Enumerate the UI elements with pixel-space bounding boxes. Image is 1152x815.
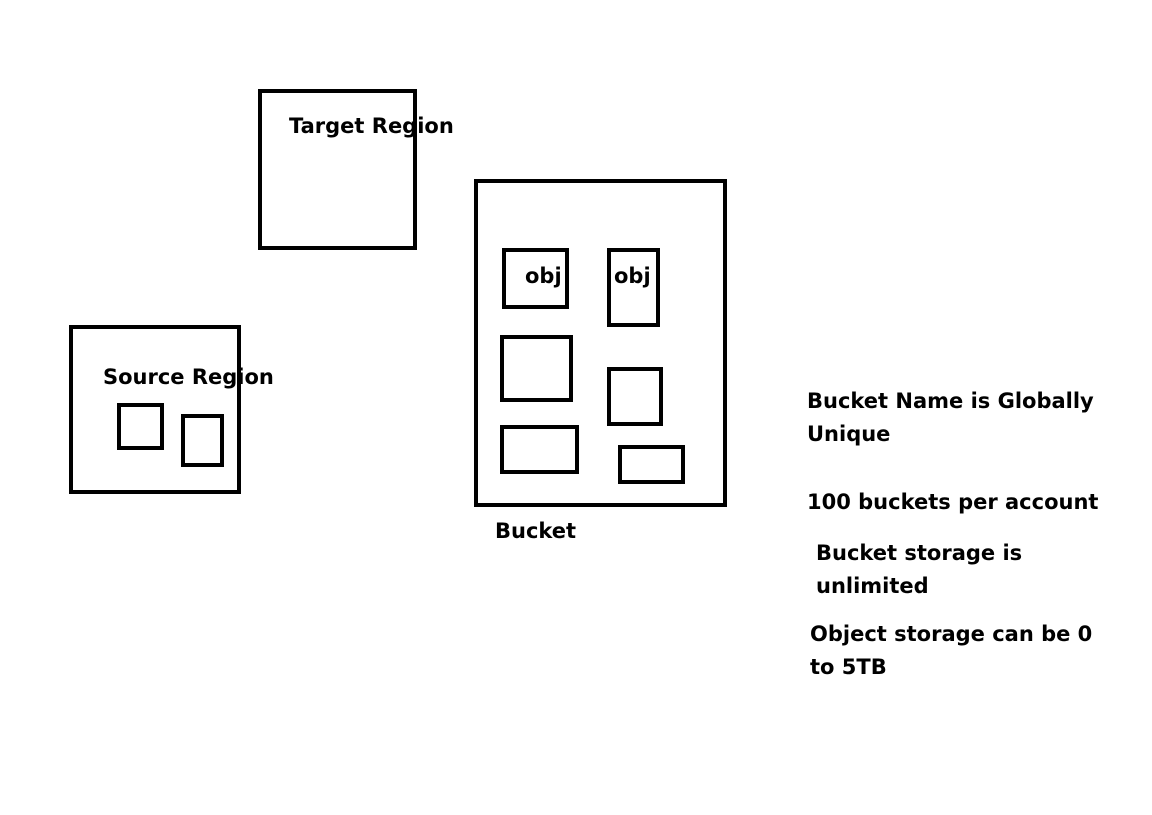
bucket-object-box (500, 425, 579, 474)
bucket-label: Bucket (495, 519, 577, 543)
object-label: obj (614, 264, 651, 288)
source-object-box (181, 414, 224, 467)
source-region-label: Source Region (103, 365, 274, 389)
source-object-box (117, 403, 164, 450)
note-line: to 5TB (810, 655, 887, 679)
note-bucket-name-unique: Bucket Name is Globally Unique (807, 385, 1094, 451)
note-line: 100 buckets per account (807, 490, 1099, 514)
source-region-box (69, 325, 241, 494)
target-region-box (258, 89, 417, 250)
note-line: Object storage can be 0 (810, 622, 1093, 646)
target-region-label: Target Region (289, 114, 454, 138)
bucket-object-box (502, 248, 569, 309)
note-line: Unique (807, 422, 891, 446)
bucket-object-box (607, 367, 663, 426)
note-line: Bucket storage is (816, 541, 1023, 565)
note-line: Bucket Name is Globally (807, 389, 1094, 413)
note-object-storage: Object storage can be 0 to 5TB (810, 618, 1092, 684)
object-label: obj (525, 264, 562, 288)
bucket-object-box (607, 248, 660, 327)
note-bucket-storage: Bucket storage is unlimited (816, 537, 1022, 603)
note-bucket-limit: 100 buckets per account (807, 486, 1098, 519)
bucket-object-box (618, 445, 685, 484)
bucket-box (474, 179, 727, 507)
note-line: unlimited (816, 574, 929, 598)
bucket-object-box (500, 335, 573, 402)
